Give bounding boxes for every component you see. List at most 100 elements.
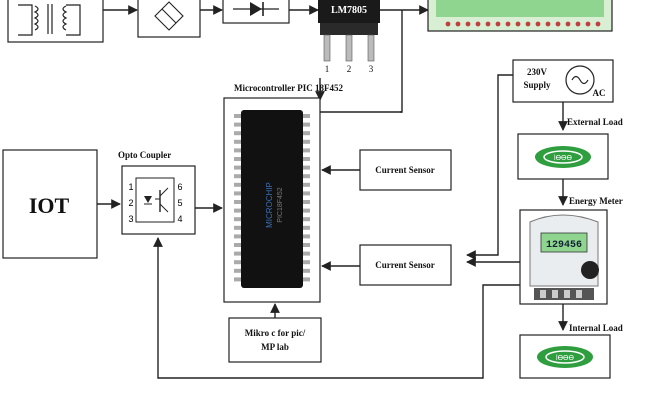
microcontroller-title: Microcontroller PIC 18F452 <box>234 83 343 93</box>
lcd-pin <box>445 21 451 27</box>
lcd-pin <box>585 21 591 27</box>
supply-label-line2: Supply <box>523 80 551 90</box>
iot-block: IOT <box>2 149 98 259</box>
opto-pin-2: 2 <box>128 198 133 208</box>
mcu-pin <box>234 148 241 153</box>
opto-pin-4: 4 <box>177 214 182 224</box>
mcu-pin <box>234 131 241 136</box>
mcu-pin <box>303 225 310 230</box>
meter-display: 129456 <box>546 240 582 251</box>
mcu-pin <box>303 200 310 204</box>
supply-block: 230V Supply AC <box>512 59 614 103</box>
mcu-pin <box>234 243 241 247</box>
load-lamp-icon: ƖƟƟƟ <box>537 346 593 368</box>
mcu-pin <box>303 131 310 136</box>
opto-pin-6: 6 <box>177 182 182 192</box>
mcu-pin <box>234 251 241 256</box>
current-sensor-bottom-label: Current Sensor <box>375 260 435 270</box>
mcu-pin <box>234 268 241 273</box>
lcd-pin <box>525 21 531 27</box>
regulator-pin-2: 2 <box>347 64 352 74</box>
rectifier-block <box>137 0 201 38</box>
lcd-module <box>427 0 613 32</box>
mikroc-block: Mikro c for pic/ MP lab <box>228 317 322 363</box>
regulator-pin-1: 1 <box>325 64 330 74</box>
mcu-pin <box>303 191 310 196</box>
regulator-pin-3: 3 <box>369 64 374 74</box>
lcd-pin <box>595 21 601 27</box>
bridge-rectifier-icon <box>154 1 184 31</box>
mcu-pin <box>234 191 241 196</box>
svg-text:ƖƟƟƟ: ƖƟƟƟ <box>554 155 572 162</box>
opto-pin-3: 3 <box>128 214 133 224</box>
mcu-pin <box>303 148 310 153</box>
external-load-block: ƖƟƟƟ <box>517 133 609 180</box>
diode-block <box>222 0 290 24</box>
load-lamp-icon: ƖƟƟƟ <box>535 146 591 168</box>
mcu-pin <box>234 217 241 222</box>
mcu-pin <box>303 114 310 118</box>
mcu-pin <box>303 277 310 282</box>
mcu-pin <box>234 260 241 265</box>
mikroc-label-line1: Mikro c for pic/ <box>245 328 306 338</box>
mcu-pin <box>234 157 241 161</box>
regulator-label: LM7805 <box>331 5 367 16</box>
lcd-pin <box>485 21 491 27</box>
mcu-pin <box>303 165 310 170</box>
mcu-pin <box>234 208 241 213</box>
energy-meter-icon: 129456 <box>529 214 599 300</box>
lcd-pin <box>555 21 561 27</box>
lcd-pin <box>545 21 551 27</box>
mcu-pin <box>234 165 241 170</box>
energy-meter-title: Energy Meter <box>569 196 623 206</box>
supply-label-line1: 230V <box>527 67 548 77</box>
opto-title: Opto Coupler <box>118 150 171 160</box>
lcd-pin <box>505 21 511 27</box>
mcu-pin <box>303 139 310 144</box>
mcu-pin <box>303 122 310 127</box>
svg-text:ƖƟƟƟ: ƖƟƟƟ <box>556 355 574 362</box>
diode-icon <box>233 2 279 16</box>
opto-coupler-block: 1 2 3 6 5 4 <box>121 165 196 235</box>
lcd-pin-header <box>445 21 601 27</box>
lcd-pin <box>535 21 541 27</box>
mcu-pin <box>303 243 310 247</box>
lcd-pin <box>495 21 501 27</box>
opto-pin-5: 5 <box>177 198 182 208</box>
energy-meter-block: 129456 <box>519 209 608 305</box>
mcu-pin <box>234 200 241 204</box>
internal-load-title: Internal Load <box>569 323 623 333</box>
lcd-pin <box>565 21 571 27</box>
internal-load-block: ƖƟƟƟ <box>519 334 611 379</box>
mcu-pin <box>303 157 310 161</box>
voltage-regulator: LM7805 1 2 3 <box>318 0 380 74</box>
mcu-pin <box>234 182 241 187</box>
mcu-pin <box>234 139 241 144</box>
microcontroller-pins <box>234 114 310 282</box>
ac-source-icon <box>565 65 595 95</box>
mcu-pin <box>234 174 241 179</box>
current-sensor-top: Current Sensor <box>359 149 452 191</box>
mikroc-label-line2: MP lab <box>261 342 289 352</box>
mcu-pin <box>303 182 310 187</box>
mcu-pin <box>234 225 241 230</box>
mcu-pin <box>303 260 310 265</box>
transformer-block <box>7 0 104 43</box>
transformer-icon <box>18 4 81 36</box>
microcontroller-block: MICROCHIP PIC18F452 <box>223 97 321 303</box>
ac-label: AC <box>593 88 606 98</box>
current-sensor-top-label: Current Sensor <box>375 165 435 175</box>
mcu-pin <box>303 217 310 222</box>
current-sensor-bottom: Current Sensor <box>359 244 452 286</box>
mcu-pin <box>303 234 310 239</box>
lcd-pin <box>455 21 461 27</box>
lcd-pin <box>515 21 521 27</box>
mcu-pin <box>234 122 241 127</box>
opto-pin-1: 1 <box>128 182 133 192</box>
svg-text:MICROCHIP: MICROCHIP <box>265 182 274 228</box>
lcd-pin <box>465 21 471 27</box>
external-load-title: External Load <box>567 117 623 127</box>
lcd-pin <box>575 21 581 27</box>
mcu-pin <box>234 234 241 239</box>
